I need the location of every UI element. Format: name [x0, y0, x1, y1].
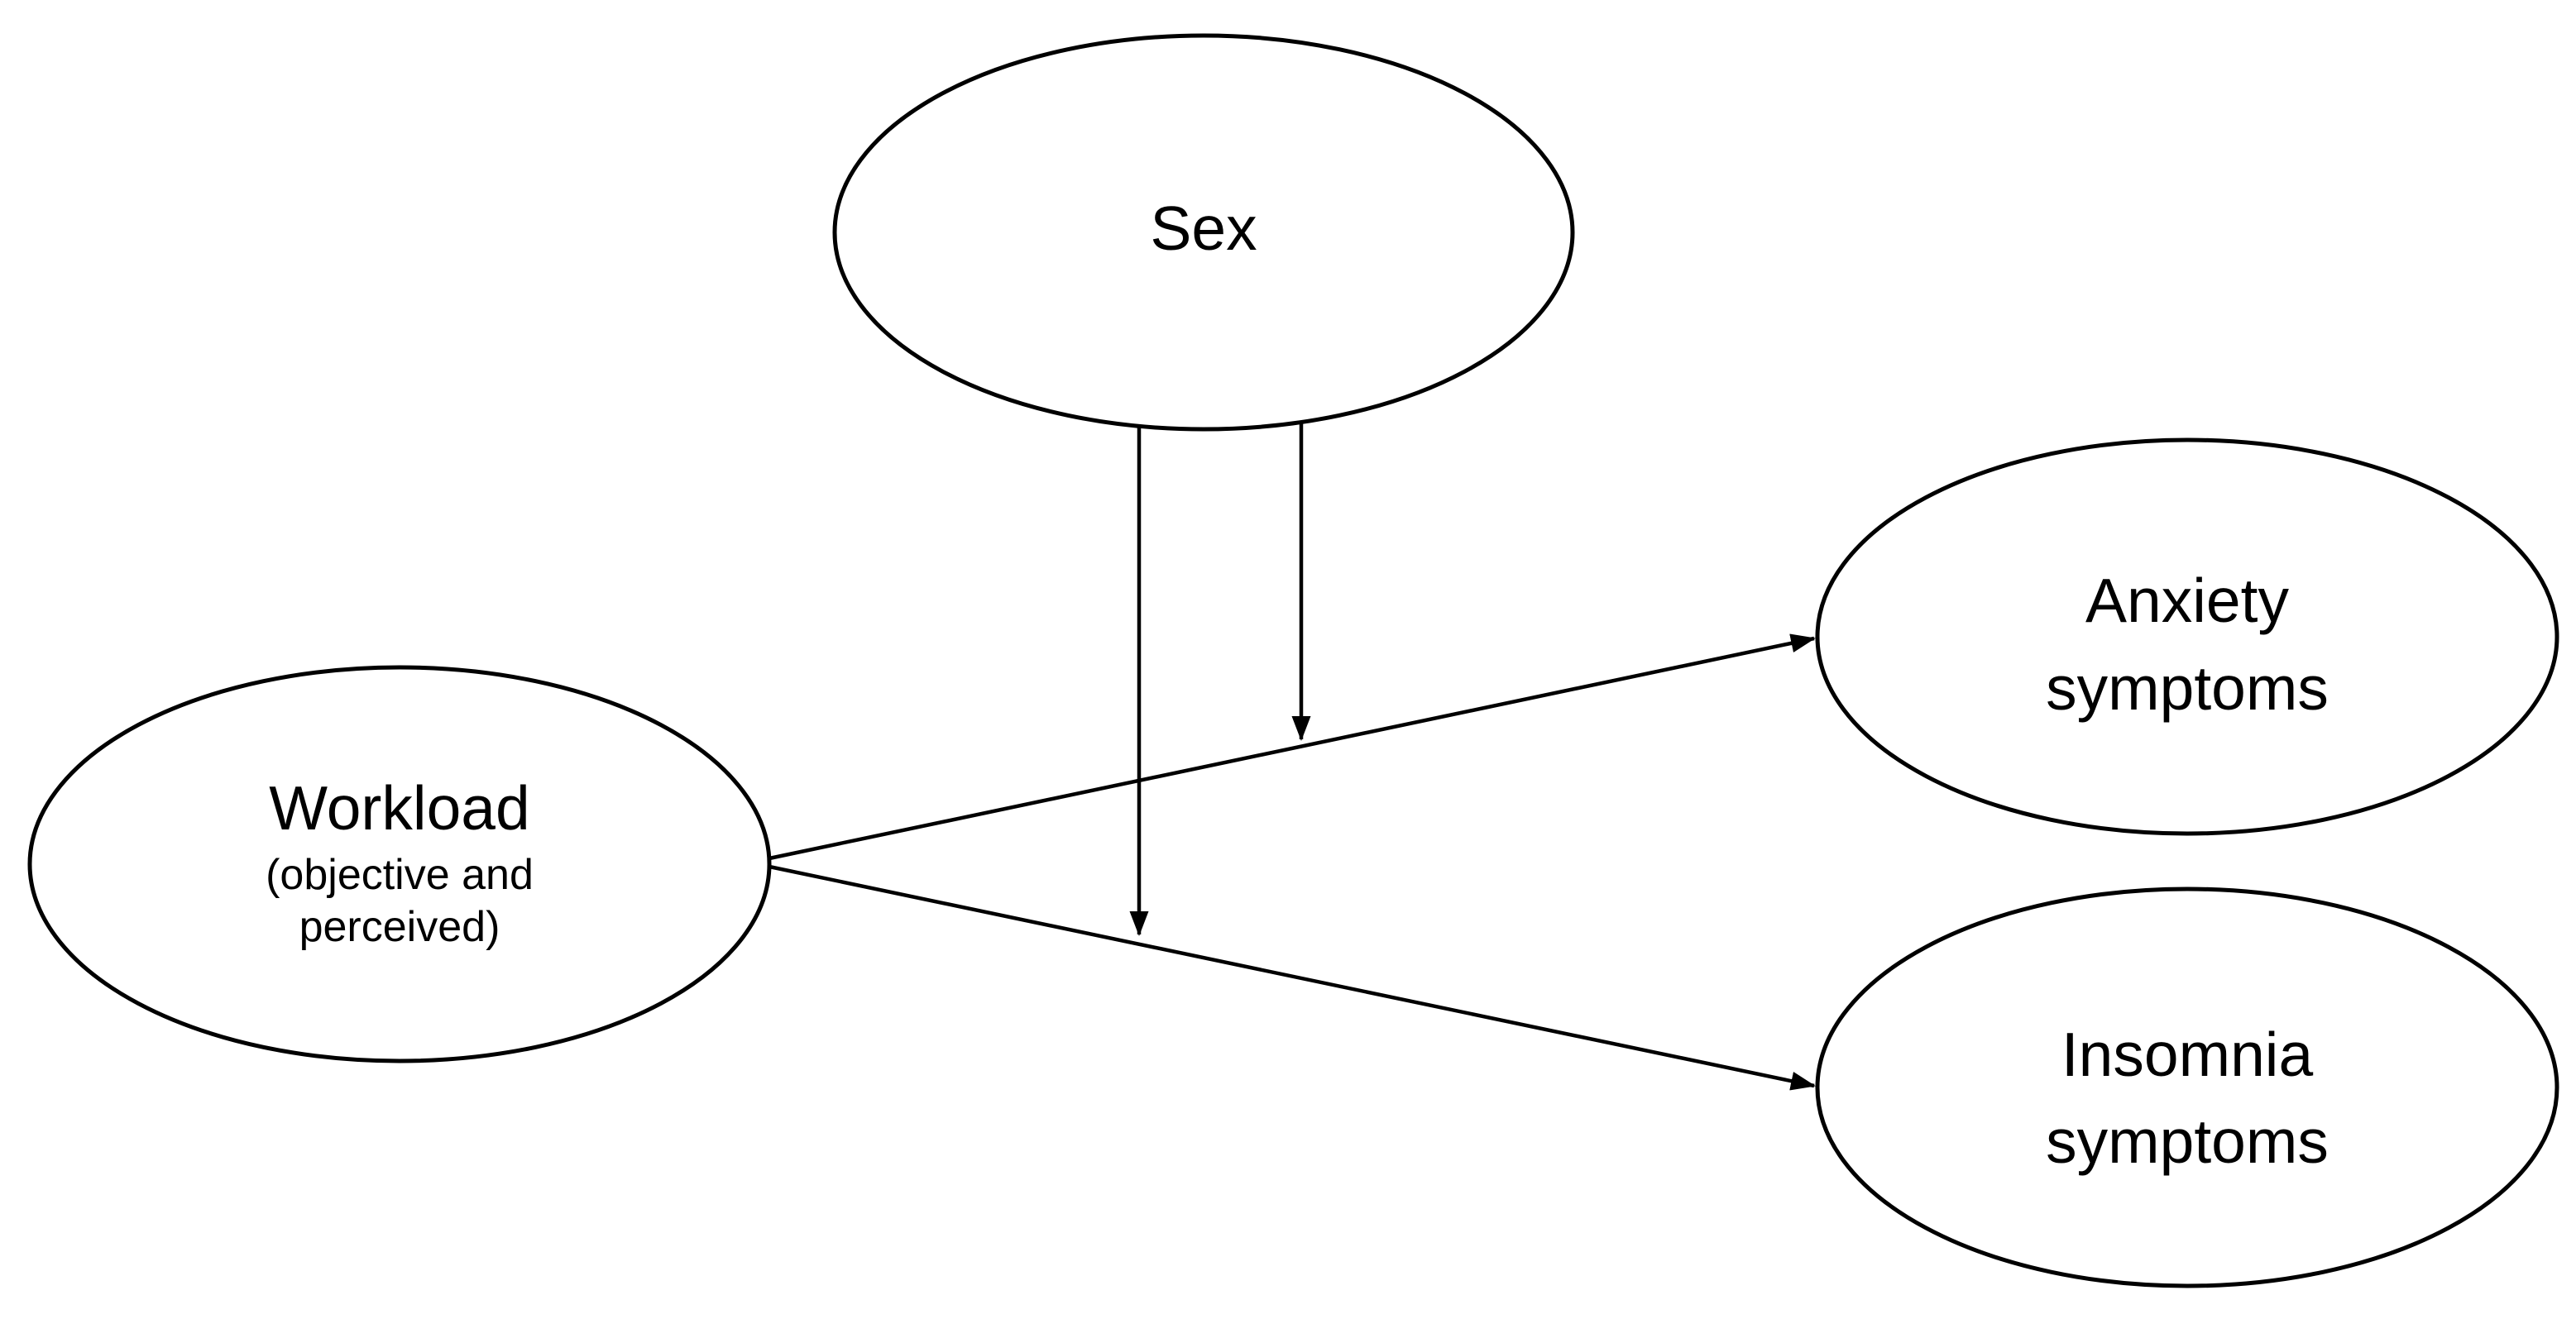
node-workload: Workload (objective and perceived): [27, 665, 772, 1063]
node-anxiety-label-line2: symptoms: [2046, 653, 2329, 723]
arrow-workload-to-insomnia: [768, 864, 1816, 1091]
node-workload-sublabel-line2: perceived): [299, 903, 500, 951]
node-insomnia-label-line2: symptoms: [2046, 1106, 2329, 1176]
node-sex-label: Sex: [1150, 194, 1257, 263]
node-anxiety-ellipse: [1815, 437, 2559, 836]
node-workload-label: Workload: [269, 773, 529, 843]
node-anxiety-label-line1: Anxiety: [2085, 566, 2289, 635]
node-insomnia-symptoms: Insomnia symptoms: [1815, 887, 2559, 1288]
node-insomnia-label-line1: Insomnia: [2061, 1020, 2314, 1089]
node-insomnia-ellipse: [1815, 887, 2559, 1288]
node-sex: Sex: [832, 33, 1575, 432]
node-anxiety-symptoms: Anxiety symptoms: [1815, 437, 2559, 836]
node-sex-ellipse: [832, 33, 1575, 432]
node-workload-sublabel-line1: (objective and: [266, 851, 534, 899]
arrow-workload-to-anxiety: [768, 633, 1816, 861]
node-workload-ellipse: [27, 665, 772, 1063]
